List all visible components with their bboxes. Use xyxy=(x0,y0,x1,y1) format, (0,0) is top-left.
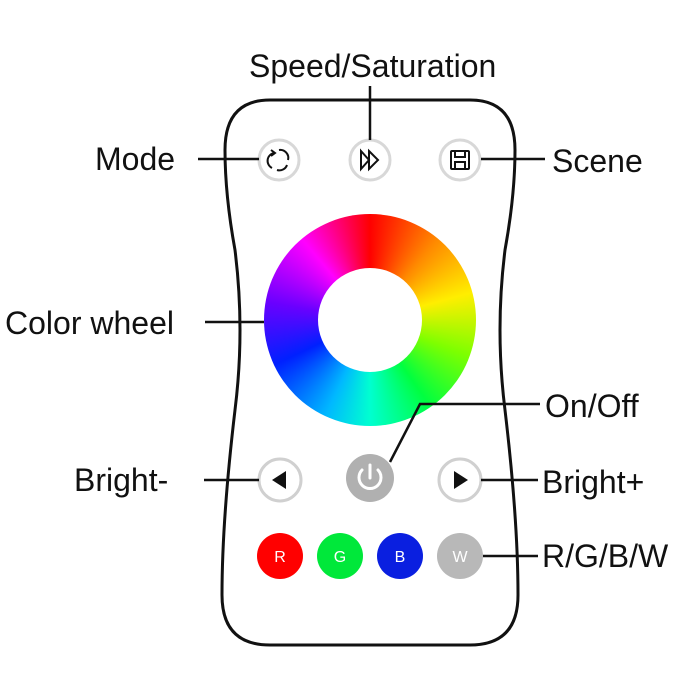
g-button[interactable] xyxy=(317,533,363,579)
b-button-label: B xyxy=(395,549,406,566)
label-mode: Mode xyxy=(95,141,176,177)
cycle-icon xyxy=(266,148,290,172)
w-button[interactable] xyxy=(437,533,483,579)
label-speed-saturation: Speed/Saturation xyxy=(249,48,497,84)
label-bright-plus: Bright+ xyxy=(542,464,645,500)
bright-plus-button[interactable] xyxy=(437,457,483,503)
power-icon xyxy=(357,463,383,490)
w-button-label: W xyxy=(452,549,468,566)
leader-on-off xyxy=(388,402,540,463)
scene-button[interactable] xyxy=(438,138,482,182)
speed-saturation-button[interactable] xyxy=(348,138,392,182)
r-button[interactable] xyxy=(257,533,303,579)
bright-minus-button[interactable] xyxy=(257,457,303,503)
r-button-label: R xyxy=(274,549,286,566)
label-scene: Scene xyxy=(552,143,643,179)
on-off-button[interactable] xyxy=(346,454,394,502)
save-icon xyxy=(450,150,470,170)
triangle-right-icon xyxy=(454,471,468,489)
b-button[interactable] xyxy=(377,533,423,579)
g-button-label: G xyxy=(334,549,346,566)
label-on-off: On/Off xyxy=(545,388,639,424)
mode-button[interactable] xyxy=(257,138,301,182)
label-color-wheel: Color wheel xyxy=(5,305,174,341)
fast-forward-icon xyxy=(360,148,380,172)
label-rgbw: R/G/B/W xyxy=(542,538,669,574)
triangle-left-icon xyxy=(272,471,286,489)
color-wheel[interactable] xyxy=(264,214,476,426)
label-bright-minus: Bright- xyxy=(74,462,169,498)
